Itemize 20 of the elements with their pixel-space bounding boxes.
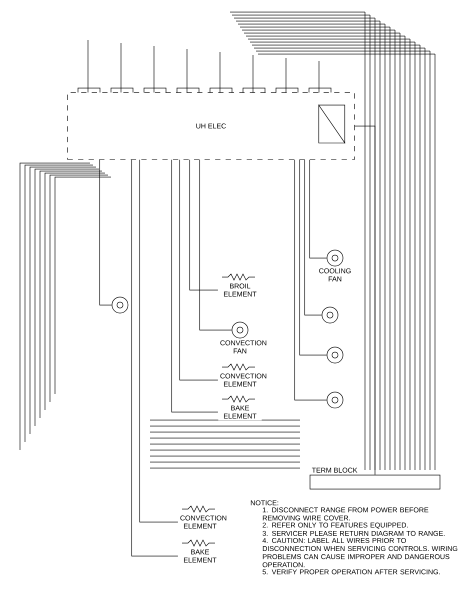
terminal-block bbox=[310, 474, 440, 490]
motor-circle bbox=[326, 346, 344, 364]
motor-circle bbox=[322, 306, 338, 324]
wire bbox=[294, 160, 327, 400]
wire bbox=[304, 160, 322, 316]
wire bbox=[179, 160, 218, 380]
motor-circle bbox=[232, 322, 248, 338]
wire bbox=[299, 160, 327, 356]
wire bbox=[99, 160, 112, 306]
module-box bbox=[318, 104, 346, 144]
wire bbox=[199, 160, 232, 330]
wire bbox=[354, 126, 376, 475]
wire bbox=[139, 160, 178, 522]
motor-circle bbox=[112, 296, 128, 314]
motor-circle bbox=[326, 250, 344, 266]
wire bbox=[309, 160, 327, 258]
wire bbox=[171, 160, 218, 412]
wire bbox=[189, 160, 218, 290]
wire bbox=[131, 160, 178, 556]
motor-circle bbox=[326, 392, 344, 408]
